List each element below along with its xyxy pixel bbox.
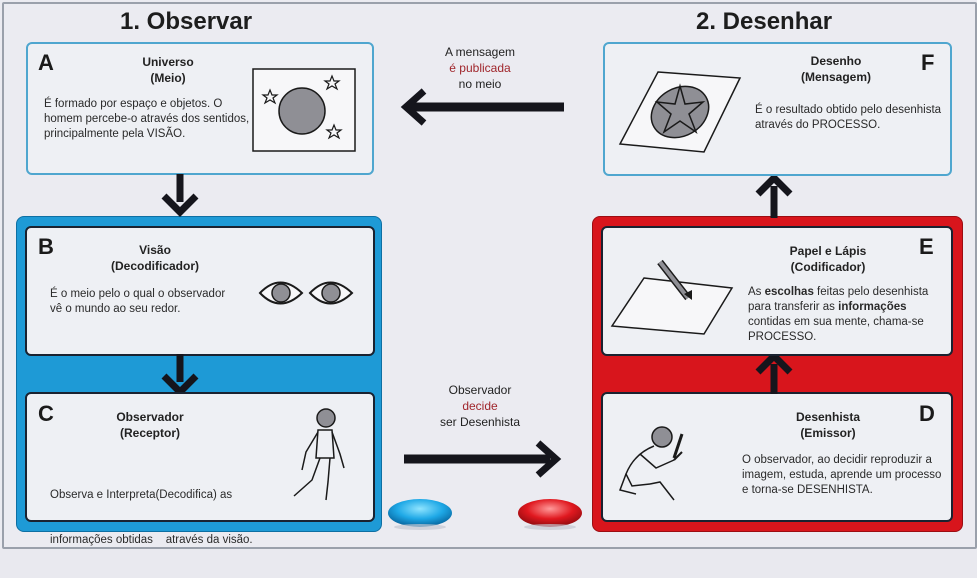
drawer-figure-icon (619, 426, 684, 501)
arrow-a-to-b (161, 174, 199, 217)
caption-decide-line2: decide (462, 399, 498, 413)
observer-title-line1: Observador (116, 410, 184, 424)
heading-draw: 2. Desenhar (696, 8, 833, 35)
observer-title: Observador (Receptor) (100, 409, 200, 441)
caption-published-line2: é publicada (449, 61, 511, 75)
paper-pencil-description-part3: contidas em sua mente, chama-se PROCESSO… (748, 316, 924, 343)
arrow-e-to-f (755, 173, 793, 218)
red-pill-icon (518, 499, 582, 530)
observer-title-line2: (Receptor) (119, 426, 180, 440)
drawer-title-line1: Desenhista (795, 410, 861, 424)
drawing-title-line1: Desenho (810, 54, 862, 68)
arrow-b-to-c (161, 354, 199, 397)
universe-description: É formado por espaço e objetos. O homem … (44, 98, 250, 140)
drawer-description: O observador, ao decidir reproduzir a im… (742, 454, 942, 496)
observer-description-line2: informações obtidas através da visão. (50, 534, 253, 546)
drawer-title-line2: (Emissor) (800, 426, 856, 440)
blue-pill-icon (388, 499, 452, 530)
paper-pencil-description-information: informações (838, 301, 907, 313)
caption-published-line1: A mensagem (444, 45, 516, 59)
paper-pencil-description: As escolhas feitas pelo desenhista para … (748, 285, 944, 345)
letter-b: B (38, 234, 54, 259)
letter-f: F (921, 50, 935, 75)
drawing-description: É o resultado obtido pelo desenhista atr… (755, 104, 942, 131)
drawing-icon (618, 71, 742, 153)
universe-icon (252, 68, 356, 152)
paper-pencil-icon (610, 259, 734, 335)
vision-title: Visão (Decodificador) (100, 242, 210, 274)
caption-decide-line3: ser Desenhista (439, 415, 521, 429)
paper-pencil-description-part2: feitas pelo desenhista para transferir a… (748, 286, 929, 313)
eyes-icon (258, 281, 354, 305)
universe-title: Universo (Meio) (118, 54, 218, 86)
arrow-c-to-d (404, 440, 562, 478)
letter-c: C (38, 401, 54, 426)
paper-pencil-title: Papel e Lápis (Codificador) (770, 243, 886, 275)
caption-decide-line1: Observador (448, 383, 512, 397)
drawing-title-line2: (Mensagem) (800, 70, 871, 84)
observer-description-line1: Observa e Interpreta(Decodifica) as (50, 489, 233, 501)
diagram-canvas: 1. Observar 2. Desenhar A Universo (Meio… (0, 0, 977, 549)
drawer-title: Desenhista (Emissor) (778, 409, 878, 441)
caption-published: A mensagem é publicada no meio (432, 44, 528, 92)
universe-title-line1: Universo (142, 55, 194, 69)
letter-e: E (919, 234, 934, 259)
vision-description: É o meio pelo o qual o observador vê o m… (50, 288, 226, 315)
paper-pencil-description-choices: escolhas (764, 286, 814, 298)
vision-title-line2: (Decodificador) (110, 259, 199, 273)
letter-d: D (919, 401, 935, 426)
caption-decide: Observador decide ser Desenhista (430, 382, 530, 430)
paper-pencil-description-part1: As (748, 286, 765, 298)
paper-pencil-title-line2: (Codificador) (790, 260, 866, 274)
observer-description: Observa e Interpreta(Decodifica) as info… (50, 458, 280, 578)
letter-a: A (38, 50, 54, 75)
vision-title-line1: Visão (139, 243, 171, 257)
drawing-title: Desenho (Mensagem) (786, 53, 886, 85)
observer-figure-icon (293, 408, 345, 501)
arrow-d-to-e (755, 351, 793, 394)
arrow-f-to-a (400, 88, 564, 126)
caption-published-line3: no meio (458, 77, 502, 91)
heading-observe: 1. Observar (120, 8, 253, 35)
universe-title-line2: (Meio) (150, 71, 186, 85)
paper-pencil-title-line1: Papel e Lápis (789, 244, 867, 258)
